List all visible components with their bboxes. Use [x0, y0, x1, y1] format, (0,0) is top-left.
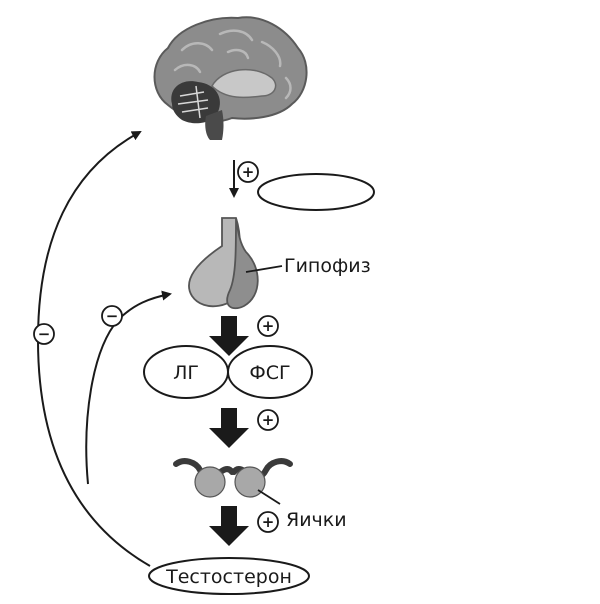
thick-arrow-2	[209, 408, 249, 448]
testes-label: Яички	[286, 509, 347, 531]
plus-symbol: +	[262, 411, 275, 429]
plus-sign-lh-fsh: +	[257, 409, 279, 431]
plus-sign-gnrh: +	[237, 161, 259, 183]
pituitary-anterior	[188, 217, 241, 308]
feedback-to-pituitary-arrow	[85, 290, 172, 485]
brain-gyri	[173, 29, 292, 100]
fsh-ellipse	[227, 345, 313, 399]
minus-sign-pituitary-feedback: −	[101, 305, 123, 327]
brain-illustration	[153, 16, 308, 140]
plus-symbol: +	[242, 163, 255, 181]
testosterone-label: Тестостерон	[165, 566, 292, 588]
feedback-to-brain-arrow	[36, 131, 151, 567]
fsh-label: ФСГ	[249, 362, 290, 384]
plus-sign-pituitary: +	[257, 315, 279, 337]
plus-symbol: +	[262, 513, 275, 531]
testes-illustration	[173, 458, 293, 498]
testis-left	[194, 466, 226, 498]
lh-label: ЛГ	[173, 362, 199, 384]
thick-arrow-1	[209, 316, 249, 356]
cerebellum-folds	[177, 85, 209, 119]
minus-symbol: −	[106, 307, 119, 325]
testes-pointer	[257, 489, 281, 505]
brain-corpus	[211, 68, 277, 99]
thick-arrow-3	[209, 506, 249, 546]
pituitary-gland	[188, 217, 259, 310]
minus-symbol: −	[38, 325, 51, 343]
minus-sign-brain-feedback: −	[33, 323, 55, 345]
brain-stem	[205, 110, 224, 140]
testosterone-ellipse	[148, 557, 310, 595]
plus-sign-testes: +	[257, 511, 279, 533]
plus-symbol: +	[262, 317, 275, 335]
testis-right	[234, 466, 266, 498]
pituitary-label: Гипофиз	[284, 255, 371, 277]
gnrh-ellipse	[257, 173, 375, 211]
pituitary-posterior	[226, 217, 259, 310]
pituitary-pointer	[245, 265, 283, 273]
